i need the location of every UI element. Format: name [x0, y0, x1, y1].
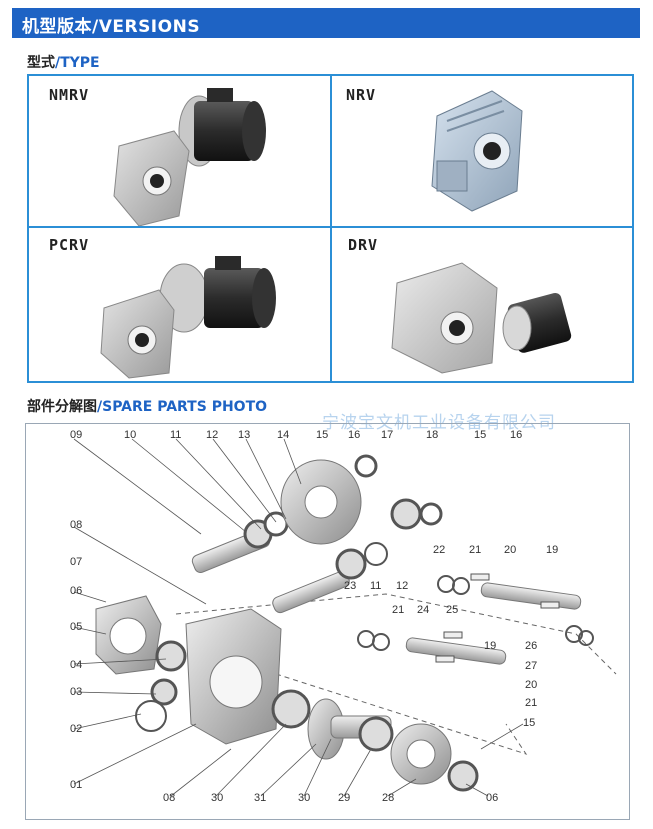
part-number: 21	[392, 604, 405, 616]
part-number: 15	[316, 429, 329, 441]
part-number: 21	[469, 544, 482, 556]
part-number: 15	[523, 717, 536, 729]
grid-divider-vertical	[330, 76, 332, 381]
nrv-gearbox-image	[431, 90, 523, 212]
part-number: 09	[70, 429, 83, 441]
part-number: 28	[382, 792, 395, 804]
part-number: 14	[277, 429, 290, 441]
parts-heading-en: /SPARE PARTS PHOTO	[97, 399, 268, 415]
parts-heading: 部件分解图/SPARE PARTS PHOTO	[27, 396, 267, 416]
part-number: 20	[525, 679, 538, 691]
part-number: 02	[70, 723, 83, 735]
part-number: 08	[70, 519, 83, 531]
part-number: 11	[370, 580, 382, 592]
type-label-drv: DRV	[348, 236, 379, 254]
part-number: 21	[525, 697, 538, 709]
part-number: 25	[446, 604, 459, 616]
part-number: 26	[525, 640, 538, 652]
type-label-pcrv: PCRV	[49, 236, 90, 254]
part-number: 06	[486, 792, 499, 804]
part-number: 31	[254, 792, 267, 804]
type-cell-nmrv: NMRV	[29, 76, 330, 226]
part-number: 12	[206, 429, 219, 441]
part-number: 11	[170, 429, 182, 441]
type-heading-cn: 型式	[27, 55, 55, 71]
part-number: 10	[124, 429, 137, 441]
type-label-nrv: NRV	[346, 86, 377, 104]
type-heading-en: /TYPE	[55, 55, 100, 71]
part-number: 27	[525, 660, 538, 672]
spare-parts-diagram: 09 10 11 12 13 14 15 16 17 18 15 16 08 2…	[25, 423, 630, 820]
pcrv-gearbox-image	[100, 256, 276, 379]
part-number: 22	[433, 544, 446, 556]
part-number: 03	[70, 686, 83, 698]
grid-divider-horizontal	[29, 226, 632, 228]
part-number: 16	[348, 429, 361, 441]
part-number: 24	[417, 604, 430, 616]
part-number: 05	[70, 621, 83, 633]
type-cell-pcrv: PCRV	[29, 228, 330, 381]
part-number: 19	[546, 544, 559, 556]
part-number: 07	[70, 556, 83, 568]
part-number: 04	[70, 659, 83, 671]
type-cell-drv: DRV	[332, 228, 632, 381]
part-number: 08	[163, 792, 176, 804]
exploded-view-drawing	[73, 438, 617, 797]
part-number: 19	[484, 640, 497, 652]
part-number: 29	[338, 792, 351, 804]
part-number: 20	[504, 544, 517, 556]
part-number: 15	[474, 429, 487, 441]
parts-heading-cn: 部件分解图	[27, 399, 97, 415]
nmrv-gearbox-image	[113, 88, 266, 226]
part-number: 30	[211, 792, 224, 804]
part-number: 30	[298, 792, 311, 804]
part-number: 18	[426, 429, 439, 441]
part-number: 12	[396, 580, 409, 592]
part-number: 06	[70, 585, 83, 597]
type-cell-nrv: NRV	[332, 76, 632, 226]
part-number: 23	[344, 580, 357, 592]
part-number: 17	[381, 429, 394, 441]
part-number: 16	[510, 429, 523, 441]
type-label-nmrv: NMRV	[49, 86, 90, 104]
versions-banner: 机型版本/VERSIONS	[12, 8, 640, 38]
part-number: 13	[238, 429, 251, 441]
type-heading: 型式/TYPE	[27, 52, 100, 72]
part-number: 01	[70, 779, 83, 791]
types-grid: NMRV NRV PCRV	[27, 74, 634, 383]
versions-title: 机型版本/VERSIONS	[22, 17, 201, 37]
drv-gearbox-image	[391, 262, 572, 374]
